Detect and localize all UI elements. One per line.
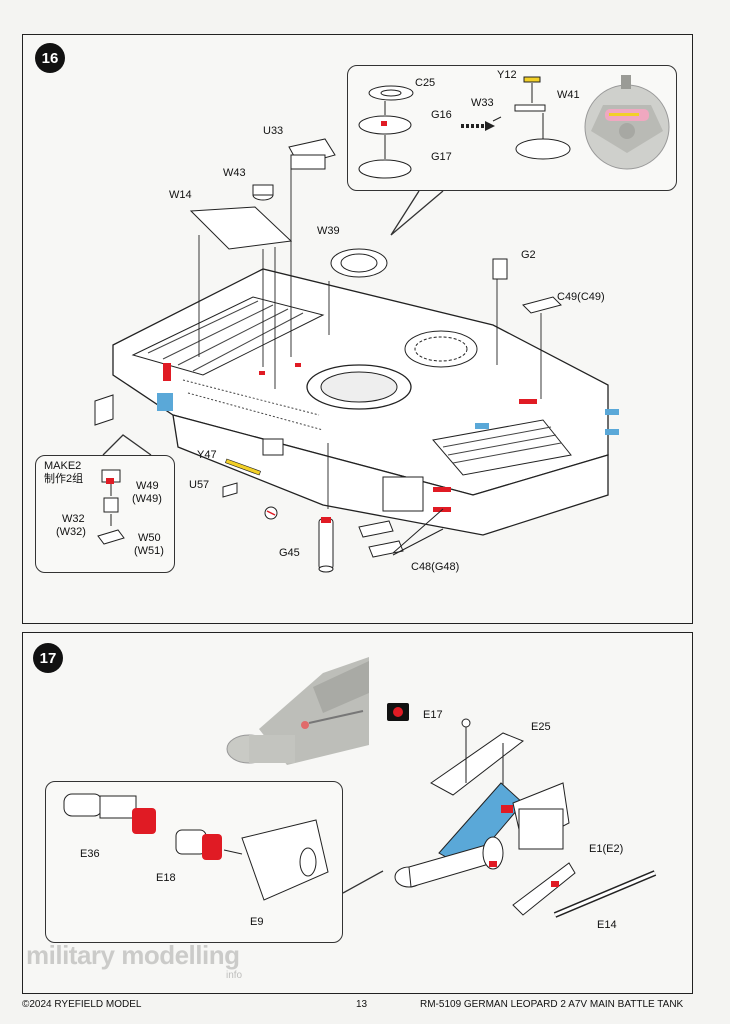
label-w49: W49 (136, 480, 159, 492)
step-number-badge: 17 (33, 643, 63, 673)
make2-title: MAKE2 (44, 460, 82, 472)
label-w33: W33 (471, 97, 494, 109)
label-g16: G16 (431, 109, 452, 121)
step-17-panel: 17 (22, 632, 693, 994)
label-w50: W50 (138, 532, 161, 544)
detail-inset-barrel: E36 E18 E9 (45, 781, 343, 943)
label-w32-alt: (W32) (56, 526, 86, 538)
make2-inset: MAKE2 制作2组 W49 (W49) W32 (W32) W50 (W51) (35, 455, 175, 573)
label-w32: W32 (62, 513, 85, 525)
label-u33: U33 (263, 125, 284, 137)
barrel-parts-drawing (63, 793, 329, 901)
watermark-sub: info (226, 970, 243, 981)
label-e9: E9 (250, 916, 264, 928)
label-e14: E14 (597, 919, 617, 931)
gun-assembly-drawing (213, 657, 657, 918)
label-c48: C48(G48) (411, 561, 460, 573)
label-u57: U57 (189, 479, 210, 491)
label-g2: G2 (521, 249, 536, 261)
label-e18: E18 (156, 872, 176, 884)
label-y47: Y47 (197, 449, 217, 461)
hull-assembly-drawing (94, 75, 670, 573)
watermark: military modelling (26, 940, 240, 970)
label-g45: G45 (279, 547, 300, 559)
make2-parts-drawing (97, 469, 125, 545)
footer-kit-title: RM-5109 GERMAN LEOPARD 2 A7V MAIN BATTLE… (420, 999, 684, 1010)
label-w49-alt: (W49) (132, 493, 162, 505)
label-c49: C49(C49) (557, 291, 605, 303)
label-w43: W43 (223, 167, 246, 179)
label-g17: G17 (431, 151, 452, 163)
label-e17: E17 (423, 709, 443, 721)
label-w51: (W51) (134, 545, 164, 557)
make2-subtitle: 制作2组 (44, 473, 84, 485)
label-e36: E36 (80, 848, 100, 860)
label-w14: W14 (169, 189, 192, 201)
label-e25: E25 (531, 721, 551, 733)
label-e1: E1(E2) (589, 843, 624, 855)
label-w39: W39 (317, 225, 340, 237)
footer-page-number: 13 (356, 999, 368, 1010)
step-number-badge: 16 (35, 43, 65, 73)
label-c25: C25 (415, 77, 436, 89)
footer-copyright: ©2024 RYEFIELD MODEL (22, 999, 142, 1010)
step-16-panel: 16 (22, 34, 693, 624)
label-w41: W41 (557, 89, 580, 101)
label-y12: Y12 (497, 69, 517, 81)
